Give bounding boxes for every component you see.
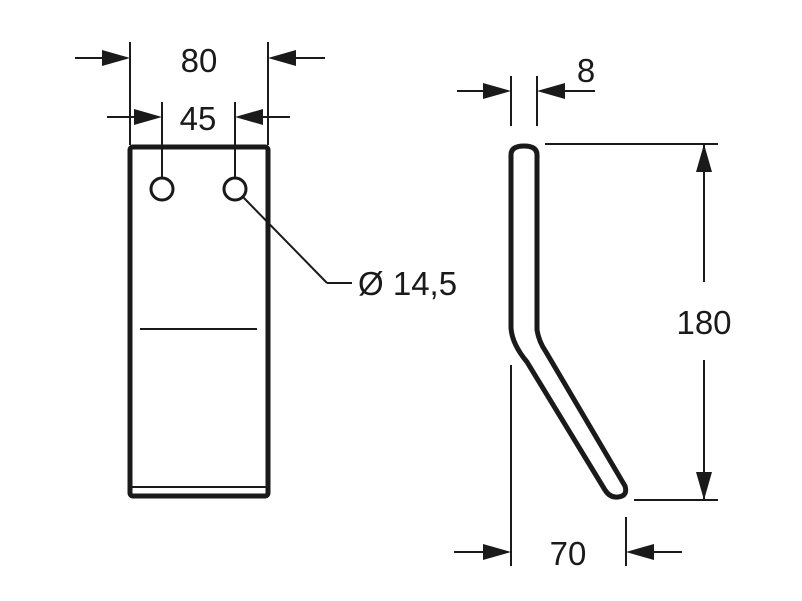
thickness-label: 8 bbox=[577, 52, 595, 89]
hole-diameter-label: Ø 14,5 bbox=[358, 265, 457, 302]
side-view: 8 180 70 bbox=[454, 52, 732, 572]
mounting-hole-right bbox=[222, 176, 248, 202]
width-dimension: 80 bbox=[75, 42, 325, 145]
plate-outline bbox=[127, 144, 271, 499]
front-view: 80 45 Ø 14,5 bbox=[75, 42, 457, 499]
width-label: 80 bbox=[181, 42, 218, 79]
bar-profile bbox=[508, 143, 629, 500]
mounting-hole-left bbox=[149, 176, 175, 202]
height-label: 180 bbox=[676, 304, 731, 341]
thickness-dimension: 8 bbox=[457, 52, 595, 126]
height-dimension: 180 bbox=[545, 143, 732, 501]
hole-diameter-callout: Ø 14,5 bbox=[242, 196, 457, 302]
offset-label: 70 bbox=[550, 535, 587, 572]
offset-dimension: 70 bbox=[454, 365, 682, 572]
hole-spacing-label: 45 bbox=[180, 100, 217, 137]
hole-spacing-dimension: 45 bbox=[107, 100, 290, 178]
